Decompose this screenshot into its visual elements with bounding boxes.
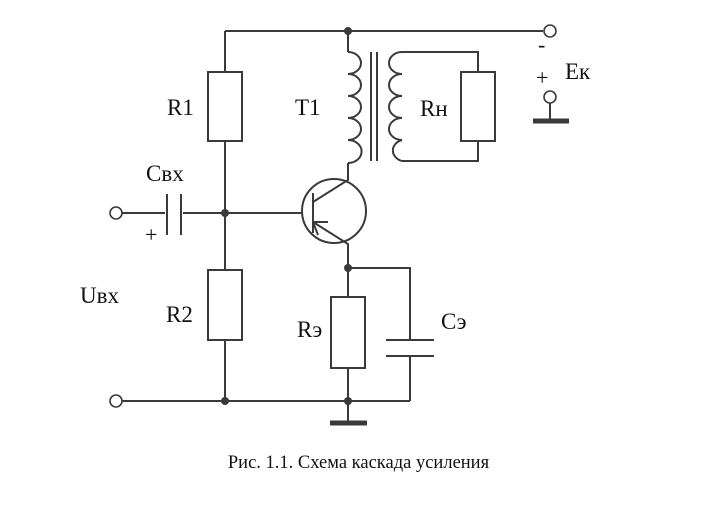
emitter-wire [347, 267, 411, 401]
label-ce: Сэ [441, 309, 467, 334]
label-ek: Eк [565, 59, 591, 84]
emitter-arrow-icon [312, 221, 328, 236]
capacitor-cvx [166, 194, 182, 235]
label-r1: R1 [167, 95, 194, 120]
label-rn: Rн [420, 96, 448, 121]
label-uvx: Uвх [80, 283, 119, 308]
resistor-re [330, 296, 366, 369]
label-re: Rэ [297, 317, 322, 342]
supply-minus-sign: - [538, 32, 545, 57]
transistor-body [301, 178, 367, 244]
capacitor-plus-sign: + [145, 222, 157, 247]
resistor-rn [460, 71, 496, 142]
supply-plus-sign: + [536, 65, 548, 90]
resistor-r1 [207, 71, 243, 142]
figure-caption: Рис. 1.1. Схема каскада усиления [227, 453, 490, 473]
load-wire [402, 51, 479, 162]
supply-terminal-negative [543, 24, 557, 38]
transformer-primary [347, 51, 363, 164]
transformer-core [370, 52, 378, 161]
capacitor-ce [386, 339, 434, 357]
transistor-emitter [312, 221, 349, 268]
transformer-secondary [388, 51, 403, 162]
resistor-r2 [207, 269, 243, 341]
transistor-collector [312, 163, 349, 203]
label-r2: R2 [166, 302, 193, 327]
input-terminal-top [109, 206, 123, 220]
input-terminal-bottom [109, 394, 123, 408]
supply-terminal-positive [543, 90, 557, 104]
label-cvx: Свх [146, 161, 184, 186]
label-t1: T1 [295, 95, 321, 120]
